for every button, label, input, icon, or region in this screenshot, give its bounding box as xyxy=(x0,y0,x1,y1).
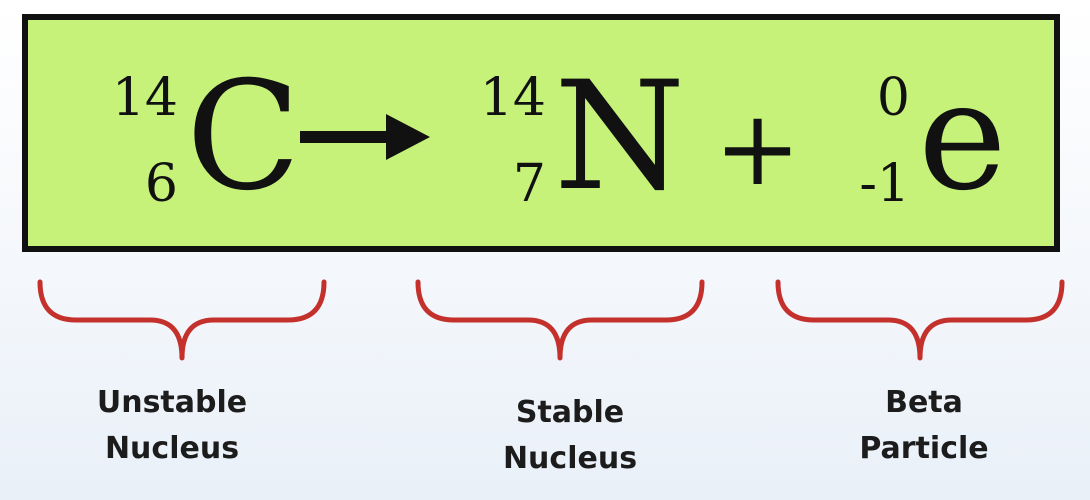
particle-atomic-number: -1 xyxy=(859,154,910,214)
stable-nucleus-brace xyxy=(415,279,705,361)
particle-symbol: e xyxy=(918,50,1007,224)
product-mass-number: 14 xyxy=(479,68,546,128)
particle-mass-number: 0 xyxy=(876,68,910,128)
beta-particle-label: Beta Particle xyxy=(794,380,1054,472)
nuclear-equation-box: 14 6 C 14 7 N + 0 -1 e xyxy=(22,14,1060,252)
unstable-label-line-1: Unstable xyxy=(96,385,248,420)
product-atomic-number: 7 xyxy=(512,154,546,214)
reactant-mass-number: 14 xyxy=(111,68,178,128)
unstable-nucleus-label: Unstable Nucleus xyxy=(42,380,302,472)
right-arrow-icon xyxy=(300,114,430,160)
reactant-atomic-number: 6 xyxy=(144,154,178,214)
unstable-label-line-2: Nucleus xyxy=(104,431,240,466)
stable-label-line-2: Nucleus xyxy=(502,441,638,476)
beta-particle-brace xyxy=(775,279,1065,361)
product-symbol: N xyxy=(554,50,686,224)
beta-label-line-2: Particle xyxy=(859,431,989,466)
unstable-nucleus-brace xyxy=(37,279,327,361)
reactant-symbol: C xyxy=(186,50,301,224)
stable-nucleus-label: Stable Nucleus xyxy=(440,390,700,482)
plus-sign: + xyxy=(714,87,802,209)
stable-label-line-1: Stable xyxy=(515,395,625,430)
beta-label-line-1: Beta xyxy=(885,385,963,420)
